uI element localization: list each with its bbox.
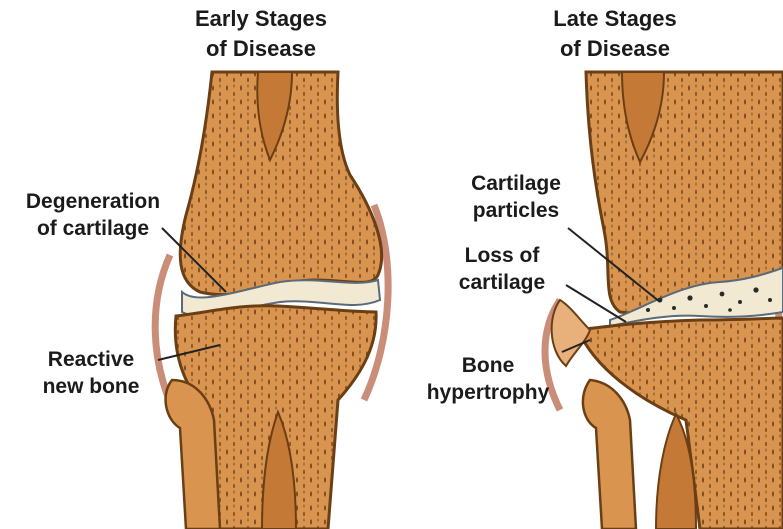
label-particles-line2: particles (456, 197, 576, 224)
early-stage-knee (155, 72, 388, 529)
label-bone-hypertrophy: Bone hypertrophy (416, 352, 560, 406)
label-hypertrophy-line1: Bone (416, 352, 560, 379)
label-hypertrophy-line2: hypertrophy (416, 379, 560, 406)
late-stage-knee (545, 72, 783, 529)
label-reactive-line2: new bone (26, 373, 156, 400)
title-early-stages: Early Stages of Disease (168, 4, 354, 64)
label-cartilage-particles: Cartilage particles (456, 170, 576, 224)
label-loss-of-cartilage: Loss of cartilage (444, 242, 560, 296)
title-early-line1: Early Stages (168, 4, 354, 34)
label-degeneration-line2: of cartilage (6, 215, 180, 242)
label-loss-line2: cartilage (444, 269, 560, 296)
label-loss-line1: Loss of (444, 242, 560, 269)
label-reactive-new-bone: Reactive new bone (26, 346, 156, 400)
title-late-line2: of Disease (522, 34, 708, 64)
label-degeneration-line1: Degeneration (6, 188, 180, 215)
label-reactive-line1: Reactive (26, 346, 156, 373)
title-late-stages: Late Stages of Disease (522, 4, 708, 64)
title-early-line2: of Disease (168, 34, 354, 64)
fibula-right (583, 380, 636, 529)
title-late-line1: Late Stages (522, 4, 708, 34)
label-degeneration-of-cartilage: Degeneration of cartilage (6, 188, 180, 242)
label-particles-line1: Cartilage (456, 170, 576, 197)
